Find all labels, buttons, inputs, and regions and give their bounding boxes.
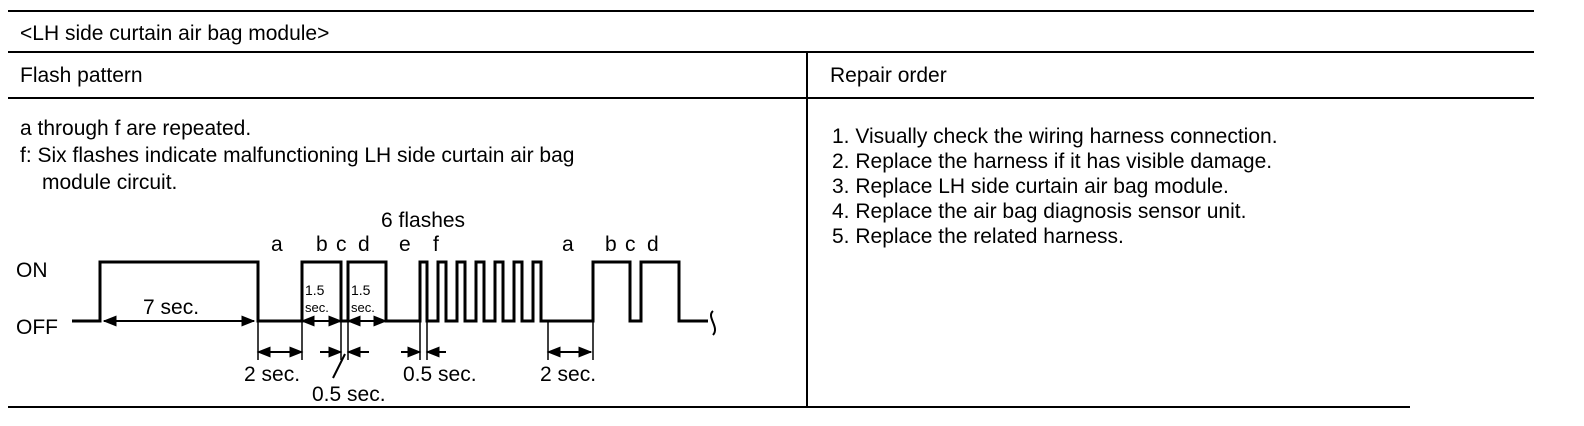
- repair-step: 3. Replace LH side curtain air bag modul…: [832, 175, 1229, 198]
- header-rule: [8, 97, 1534, 99]
- two-sec-left-label: 2 sec.: [244, 363, 300, 386]
- repair-order-header: Repair order: [830, 64, 947, 87]
- segment-c2-label: c: [625, 233, 636, 256]
- segment-d2-label: d: [647, 233, 659, 256]
- segment-d-label: d: [358, 233, 370, 256]
- half-sec-c-leader: [332, 353, 346, 379]
- table-top-rule: [8, 10, 1534, 12]
- two-sec-right-label: 2 sec.: [540, 363, 596, 386]
- one-five-b-value: 1.5: [305, 282, 325, 298]
- flash-note-six-flashes: f: Six flashes indicate malfunctioning L…: [20, 144, 575, 167]
- repair-steps-list: 1. Visually check the wiring harness con…: [832, 124, 1278, 249]
- flash-pattern-header: Flash pattern: [20, 64, 143, 87]
- break-mark-icon: [710, 310, 716, 336]
- seven-sec-label: 7 sec.: [143, 296, 199, 319]
- off-label: OFF: [16, 316, 58, 339]
- segment-f-label: f: [433, 233, 439, 256]
- table-bottom-rule: [8, 406, 1410, 408]
- segment-b-label: b: [316, 233, 328, 256]
- flash-note-repeat: a through f are repeated.: [20, 117, 252, 140]
- segment-b2-label: b: [605, 233, 617, 256]
- six-flashes-label: 6 flashes: [381, 209, 465, 232]
- segment-a-label: a: [271, 233, 283, 256]
- repair-step: 4. Replace the air bag diagnosis sensor …: [832, 200, 1247, 223]
- one-five-b-unit: sec.: [305, 300, 329, 315]
- table-caption: <LH side curtain air bag module>: [20, 22, 330, 45]
- caption-rule: [8, 51, 1534, 53]
- repair-step: 2. Replace the harness if it has visible…: [832, 150, 1273, 173]
- column-divider: [806, 51, 808, 408]
- on-label: ON: [16, 259, 48, 282]
- half-sec-flash-label: 0.5 sec.: [403, 363, 477, 386]
- segment-e-label: e: [399, 233, 411, 256]
- segment-c-label: c: [336, 233, 347, 256]
- repair-step: 5. Replace the related harness.: [832, 225, 1124, 248]
- one-five-d-unit: sec.: [351, 300, 375, 315]
- half-sec-c-label: 0.5 sec.: [312, 383, 386, 406]
- segment-a2-label: a: [562, 233, 574, 256]
- one-five-d-value: 1.5: [351, 282, 371, 298]
- flash-note-module-circuit: module circuit.: [42, 171, 178, 194]
- repair-step: 1. Visually check the wiring harness con…: [832, 125, 1278, 148]
